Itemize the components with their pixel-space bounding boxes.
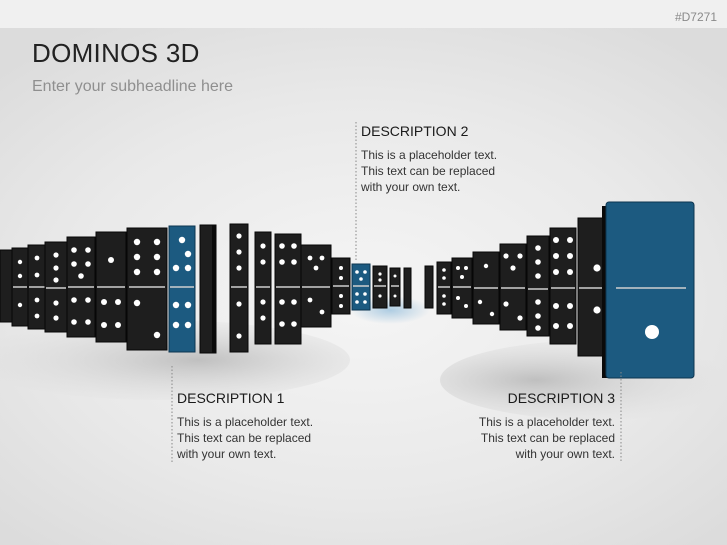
description-1-body[interactable]: This is a placeholder text. This text ca… — [177, 414, 327, 462]
domino-left-3 — [27, 244, 47, 330]
domino-left-14 — [331, 257, 351, 315]
description-3-line-1: This is a placeholder text. — [478, 415, 615, 429]
description-3-line-2: This text can be replaced — [480, 431, 615, 445]
domino-left-2 — [11, 247, 29, 327]
domino-left-6 — [95, 231, 127, 343]
description-1-line-2: This text can be replaced — [177, 431, 312, 445]
description-2-line-2: This text can be replaced — [361, 164, 496, 178]
domino-left-5 — [66, 236, 96, 338]
domino-right-7 — [577, 217, 605, 357]
domino-left-13 — [300, 244, 332, 328]
domino-left-9 — [199, 224, 217, 354]
domino-center-2 — [389, 267, 401, 307]
domino-right-4 — [499, 243, 527, 331]
slide-title[interactable]: DOMINOS 3D — [32, 38, 200, 68]
domino-left-blue — [168, 225, 196, 353]
domino-left-12 — [274, 233, 302, 345]
description-1-line-1: This is a placeholder text. — [177, 415, 314, 429]
domino-right-blue-large — [602, 201, 695, 379]
description-3-line-3: with your own text. — [515, 447, 615, 461]
domino-right-1 — [436, 261, 452, 315]
description-2-body[interactable]: This is a placeholder text. This text ca… — [361, 147, 511, 195]
domino-left-1 — [0, 249, 13, 323]
description-1-line-3: with your own text. — [177, 447, 277, 461]
domino-center-4 — [424, 265, 434, 309]
description-1: DESCRIPTION 1 This is a placeholder text… — [177, 390, 327, 462]
domino-left-11 — [254, 231, 272, 345]
domino-left-4 — [44, 241, 68, 333]
domino-right-2 — [451, 257, 473, 319]
description-1-heading[interactable]: DESCRIPTION 1 — [177, 390, 285, 406]
domino-right-5 — [526, 235, 550, 337]
top-bar — [0, 0, 727, 28]
domino-center-blue — [351, 263, 371, 311]
domino-left-10 — [229, 223, 249, 353]
description-3-heading[interactable]: DESCRIPTION 3 — [507, 390, 615, 406]
description-2: DESCRIPTION 2 This is a placeholder text… — [361, 123, 511, 195]
domino-right-3 — [472, 251, 500, 325]
domino-right-6 — [549, 227, 577, 345]
description-2-line-3: with your own text. — [361, 180, 461, 194]
domino-center-3 — [403, 267, 412, 309]
description-3: DESCRIPTION 3 This is a placeholder text… — [465, 390, 615, 462]
description-3-body[interactable]: This is a placeholder text. This text ca… — [465, 414, 615, 462]
description-2-line-1: This is a placeholder text. — [361, 148, 498, 162]
domino-left-7 — [126, 227, 168, 351]
domino-center-1 — [372, 265, 388, 309]
slide-id: #D7271 — [674, 10, 717, 24]
slide-subtitle[interactable]: Enter your subheadline here — [32, 78, 234, 95]
description-2-heading[interactable]: DESCRIPTION 2 — [361, 123, 469, 139]
